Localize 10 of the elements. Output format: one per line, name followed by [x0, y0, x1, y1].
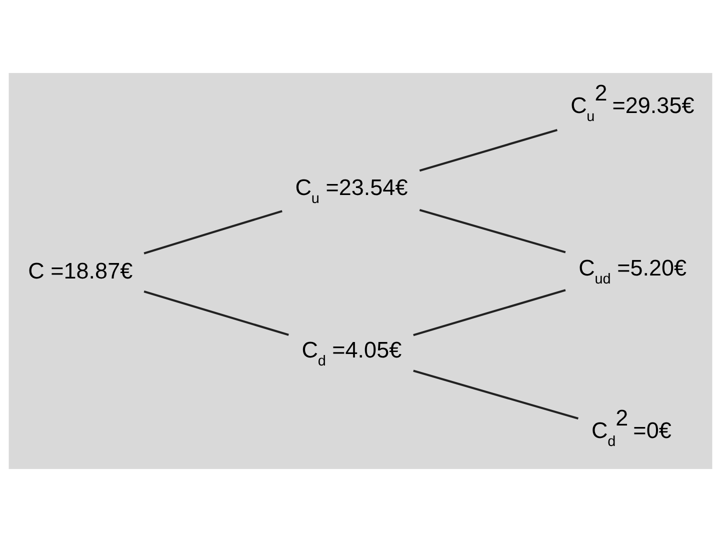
node-text: C$_{ud}$ =5.20€	[578, 254, 687, 287]
connector	[419, 208, 566, 253]
connector	[419, 128, 558, 172]
connector	[144, 210, 282, 254]
connector	[413, 369, 578, 420]
node-text: C =18.87€	[28, 258, 133, 284]
connector	[144, 290, 289, 336]
connector	[413, 288, 566, 336]
node-text: C$_{u}$ =23.54€	[295, 174, 408, 206]
node-text: C$_{d}$ =4.05€	[302, 336, 402, 369]
